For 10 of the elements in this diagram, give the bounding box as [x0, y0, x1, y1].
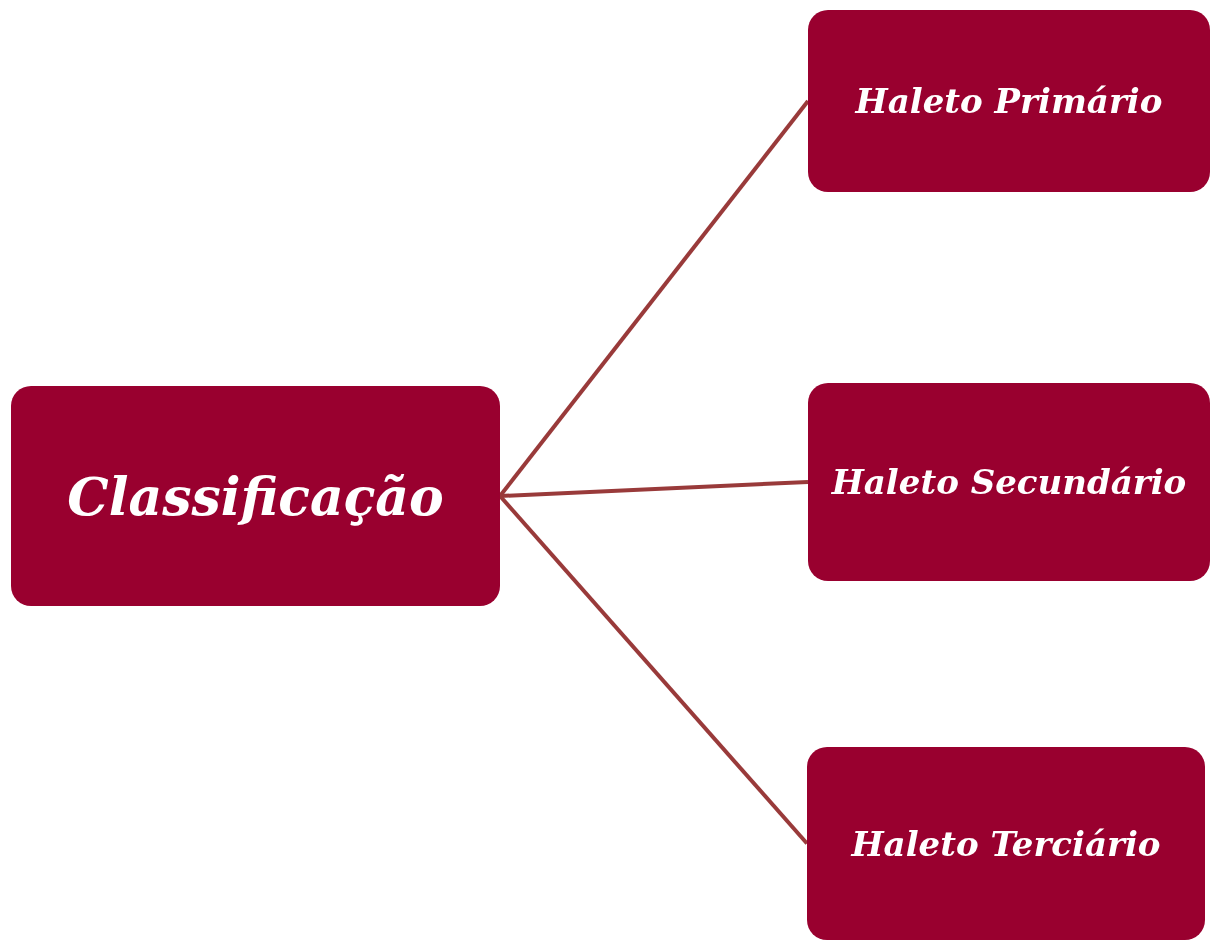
connector-line: [499, 480, 809, 498]
box-label: Haleto Primário: [855, 81, 1163, 121]
category-box: [808, 10, 1210, 192]
root-box: [11, 386, 500, 606]
category-box: [807, 747, 1205, 940]
box-label: Haleto Terciário: [851, 823, 1161, 864]
box-label: Haleto Secundário: [831, 462, 1187, 502]
category-box: [808, 383, 1210, 581]
connector-line: [498, 494, 809, 845]
box-label: Classificação: [67, 465, 444, 527]
